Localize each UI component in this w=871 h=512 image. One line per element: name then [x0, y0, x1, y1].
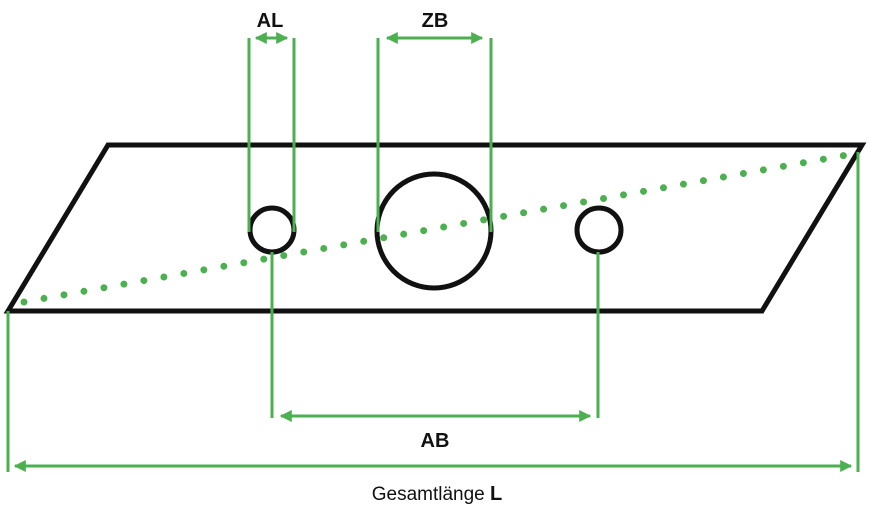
label-total-symbol: L	[490, 483, 502, 505]
label-total-length: Gesamtlänge L	[372, 483, 503, 505]
label-al: AL	[257, 10, 284, 32]
label-total-prefix: Gesamtlänge	[372, 484, 485, 505]
label-ab: AB	[421, 430, 450, 452]
diagonal-dotted-line	[20, 149, 862, 306]
label-zb: ZB	[422, 10, 449, 32]
center-hole	[374, 171, 494, 291]
mounting-hole-left	[247, 205, 297, 255]
dimension-lines	[6, 32, 860, 472]
blade-outline	[3, 142, 867, 314]
mounting-hole-right	[574, 205, 624, 255]
